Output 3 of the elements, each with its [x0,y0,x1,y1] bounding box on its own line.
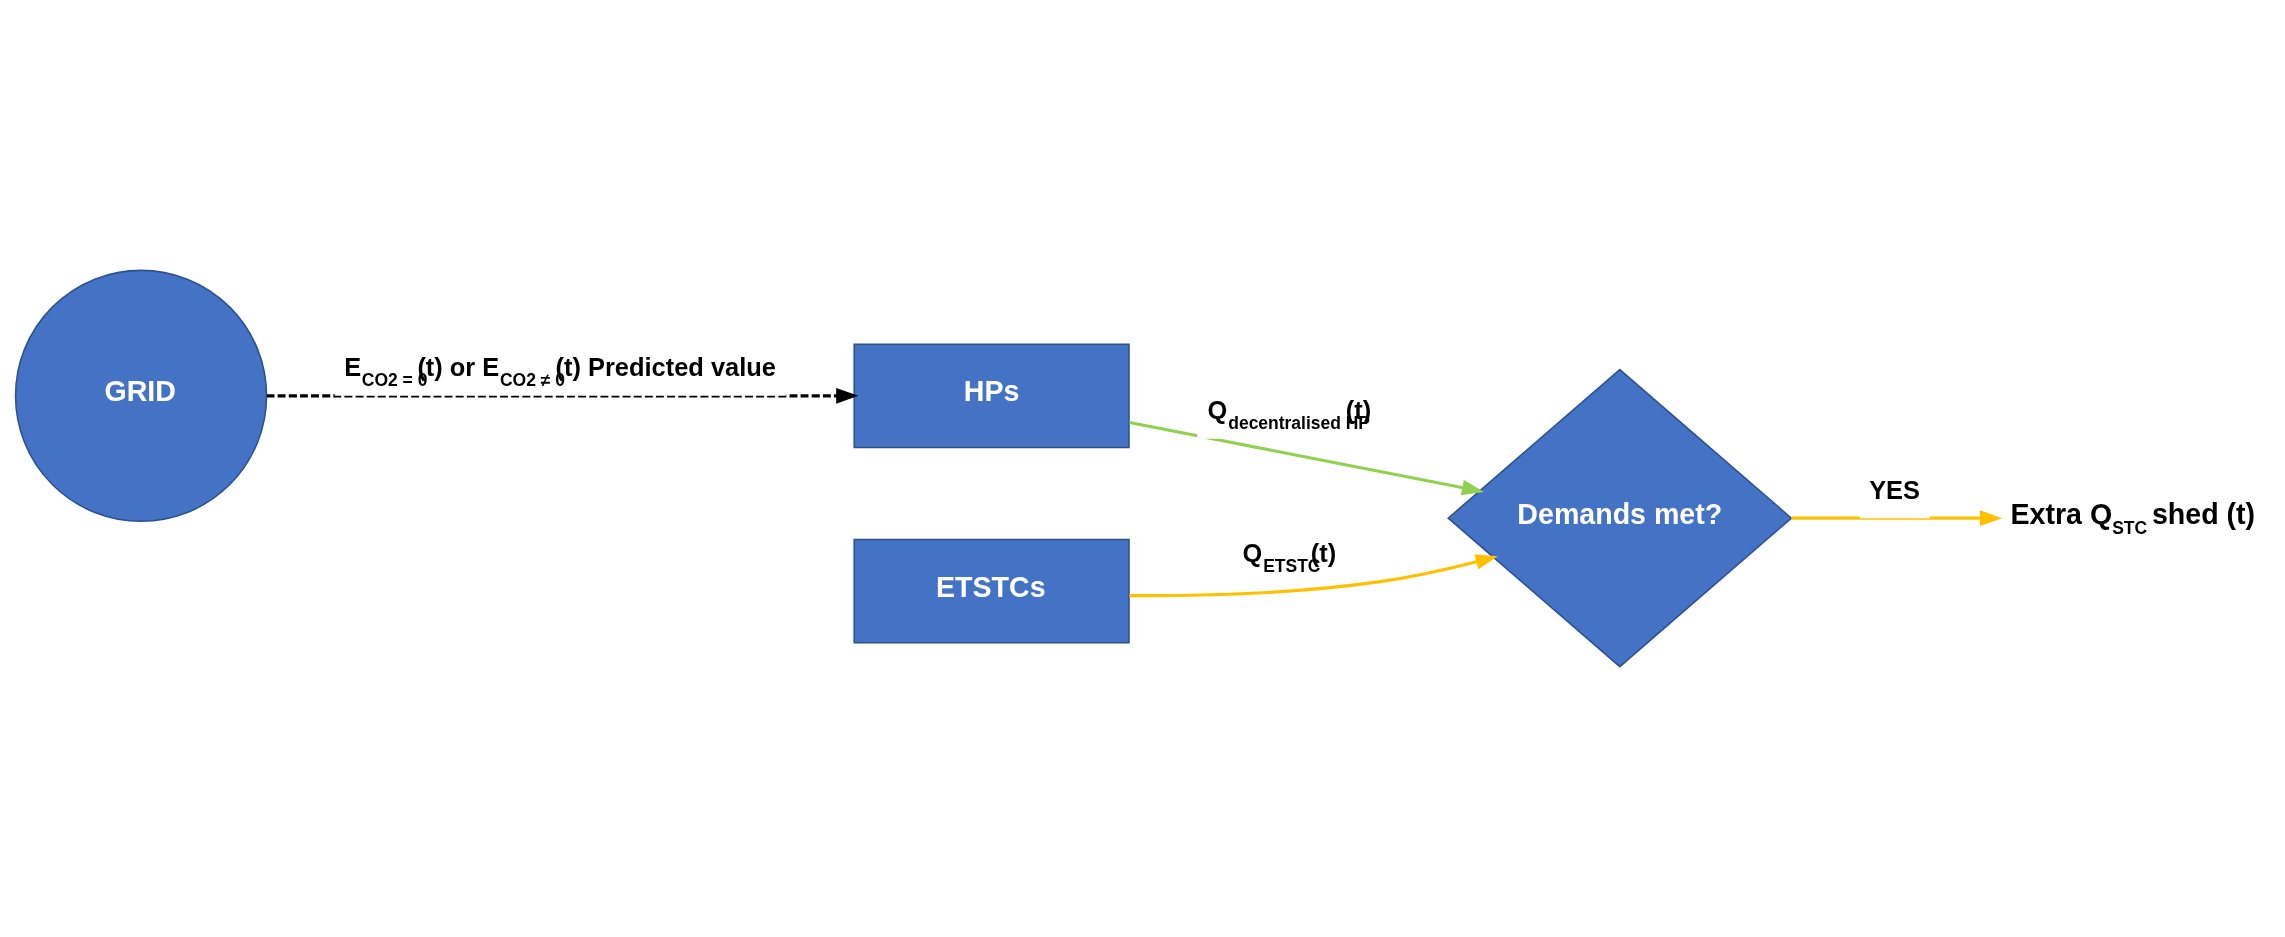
node-text: Extra Q$_{STC}$ shed (t) [2010,498,2256,539]
edge-label: YES [1869,475,1921,504]
edge-label: Q$_{ETSTC}$(t) [1242,539,1337,577]
